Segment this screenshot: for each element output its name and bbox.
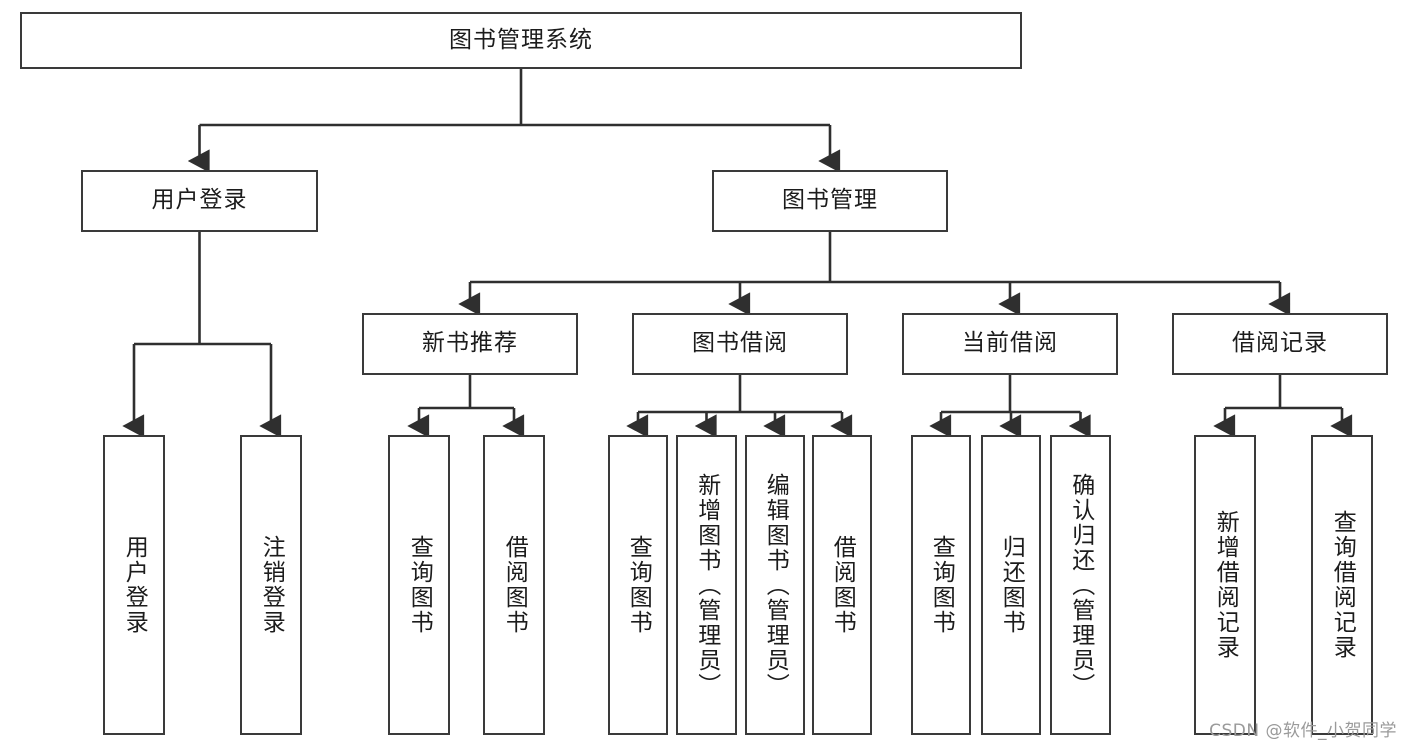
node-func-add-book[interactable]: 新增图书（管理员） (676, 435, 737, 735)
node-current-borrow-label: 当前借阅 (962, 330, 1058, 357)
node-current-borrow[interactable]: 当前借阅 (902, 313, 1118, 375)
node-book-borrow-label: 图书借阅 (692, 330, 788, 357)
node-borrow-record-label: 借阅记录 (1232, 330, 1328, 357)
watermark: CSDN @软件_小贺同学 (1209, 721, 1397, 741)
node-book-manage[interactable]: 图书管理 (712, 170, 948, 232)
node-new-book-recommend-label: 新书推荐 (422, 330, 518, 357)
node-func-add-record-label: 新增借阅记录 (1212, 510, 1239, 660)
node-func-query-book-3[interactable]: 查询图书 (911, 435, 971, 735)
node-new-book-recommend[interactable]: 新书推荐 (362, 313, 578, 375)
node-func-return-book-label: 归还图书 (998, 535, 1025, 635)
node-borrow-record[interactable]: 借阅记录 (1172, 313, 1388, 375)
node-func-confirm-return[interactable]: 确认归还（管理员） (1050, 435, 1111, 735)
node-func-query-book-1[interactable]: 查询图书 (388, 435, 450, 735)
node-func-borrow-book-2-label: 借阅图书 (829, 535, 856, 635)
node-book-manage-label: 图书管理 (782, 187, 878, 214)
node-func-query-book-1-label: 查询图书 (406, 535, 433, 635)
node-func-add-book-label: 新增图书（管理员） (693, 472, 720, 698)
node-func-query-book-2-label: 查询图书 (625, 535, 652, 635)
node-func-borrow-book-1-label: 借阅图书 (501, 535, 528, 635)
node-func-query-book-2[interactable]: 查询图书 (608, 435, 668, 735)
node-func-query-book-3-label: 查询图书 (928, 535, 955, 635)
node-func-query-record-label: 查询借阅记录 (1329, 510, 1356, 660)
node-root[interactable]: 图书管理系统 (20, 12, 1022, 69)
node-func-confirm-return-label: 确认归还（管理员） (1067, 472, 1094, 698)
node-func-query-record[interactable]: 查询借阅记录 (1311, 435, 1373, 735)
node-func-logout-label: 注销登录 (258, 535, 285, 635)
node-func-user-login[interactable]: 用户登录 (103, 435, 165, 735)
node-func-add-record[interactable]: 新增借阅记录 (1194, 435, 1256, 735)
node-func-borrow-book-2[interactable]: 借阅图书 (812, 435, 872, 735)
node-func-logout[interactable]: 注销登录 (240, 435, 302, 735)
node-func-borrow-book-1[interactable]: 借阅图书 (483, 435, 545, 735)
node-root-label: 图书管理系统 (449, 26, 593, 53)
node-user-login[interactable]: 用户登录 (81, 170, 318, 232)
node-func-user-login-label: 用户登录 (121, 535, 148, 635)
node-func-edit-book-label: 编辑图书（管理员） (762, 472, 789, 698)
node-func-return-book[interactable]: 归还图书 (981, 435, 1041, 735)
node-func-edit-book[interactable]: 编辑图书（管理员） (745, 435, 805, 735)
node-book-borrow[interactable]: 图书借阅 (632, 313, 848, 375)
node-user-login-label: 用户登录 (151, 187, 248, 214)
